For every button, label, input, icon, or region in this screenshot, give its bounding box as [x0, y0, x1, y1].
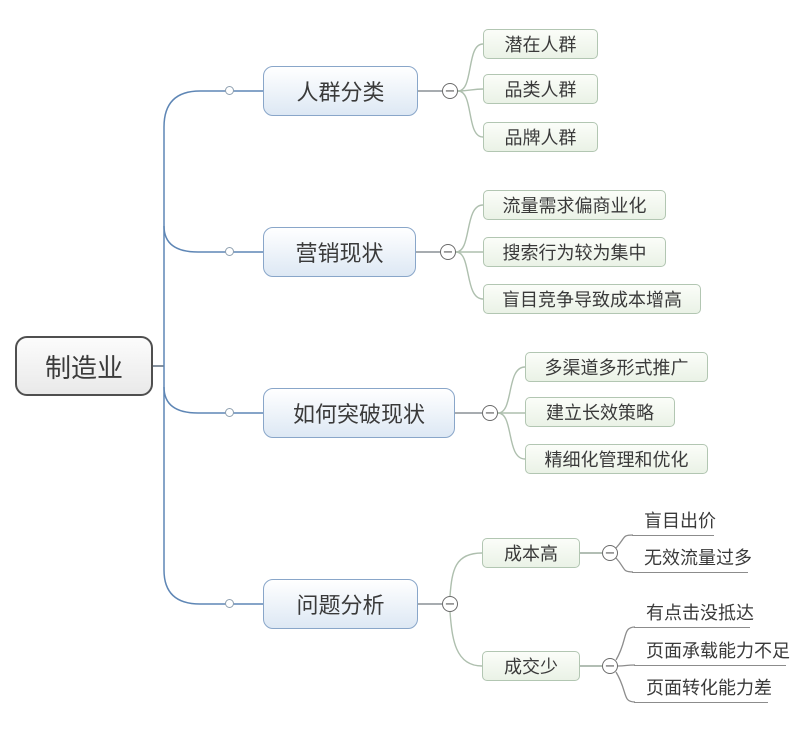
subtopic-blind-competition[interactable]: 盲目竞争导致成本增高 [483, 284, 701, 314]
subtopic-multichannel-promo[interactable]: 多渠道多形式推广 [525, 352, 708, 382]
detail-blind-bidding[interactable]: 盲目出价 [632, 511, 716, 536]
leaf-connector [615, 671, 636, 703]
subtopic-longterm-strategy[interactable]: 建立长效策略 [525, 397, 675, 427]
leaf-connector [617, 664, 636, 667]
topic-marketing-status[interactable]: 营销现状 [263, 227, 416, 277]
subtopic-traffic-demand[interactable]: 流量需求偏商业化 [483, 190, 666, 220]
collapse-button-marketing[interactable]: − [440, 244, 456, 260]
root-topic-node[interactable]: 制造业 [15, 336, 153, 396]
connector-dot-icon [225, 599, 234, 608]
detail-page-conversion[interactable]: 页面转化能力差 [634, 678, 772, 703]
collapse-button-few-deals[interactable]: − [602, 658, 618, 674]
detail-invalid-traffic[interactable]: 无效流量过多 [632, 548, 752, 573]
connector-dot-icon [225, 86, 234, 95]
leaf-connector [615, 626, 636, 661]
leaf-connector [615, 557, 634, 573]
subtopic-search-behavior[interactable]: 搜索行为较为集中 [483, 237, 666, 267]
subtopic-brand-crowd[interactable]: 品牌人群 [483, 122, 598, 152]
topic-breakthrough-status[interactable]: 如何突破现状 [263, 388, 455, 438]
subtopic-connector [497, 366, 526, 414]
subtopic-connector [457, 90, 484, 138]
collapse-button-problem[interactable]: − [442, 596, 458, 612]
leaf-connector [615, 534, 634, 549]
subtopic-connector [455, 204, 484, 253]
subtopic-connector [457, 88, 484, 92]
trunk-line [163, 90, 263, 605]
branch-rail-breakthrough [163, 386, 263, 414]
subtopic-connector [457, 43, 484, 92]
topic-crowd-classification[interactable]: 人群分类 [263, 66, 418, 116]
collapse-button-high-cost[interactable]: − [602, 545, 618, 561]
collapse-button-crowd[interactable]: − [442, 83, 458, 99]
subtopic-connector [455, 251, 484, 300]
subtopic-few-deals[interactable]: 成交少 [482, 651, 580, 681]
detail-page-capacity[interactable]: 页面承载能力不足 [634, 641, 790, 666]
subtopic-fine-management[interactable]: 精细化管理和优化 [525, 444, 708, 474]
subtopic-connector [497, 412, 526, 460]
subtopic-high-cost[interactable]: 成本高 [482, 538, 580, 568]
subtopic-category-crowd[interactable]: 品类人群 [483, 74, 598, 104]
subtopic-connector [449, 552, 483, 597]
connector-dot-icon [225, 247, 234, 256]
branch-rail-marketing [163, 225, 263, 253]
connector-dot-icon [225, 408, 234, 417]
subtopic-potential-crowd[interactable]: 潜在人群 [483, 29, 598, 59]
collapse-button-breakthrough[interactable]: − [482, 405, 498, 421]
subtopic-connector [449, 611, 483, 667]
topic-problem-analysis[interactable]: 问题分析 [263, 579, 418, 629]
detail-clicks-no-arrival[interactable]: 有点击没抵达 [634, 603, 754, 628]
